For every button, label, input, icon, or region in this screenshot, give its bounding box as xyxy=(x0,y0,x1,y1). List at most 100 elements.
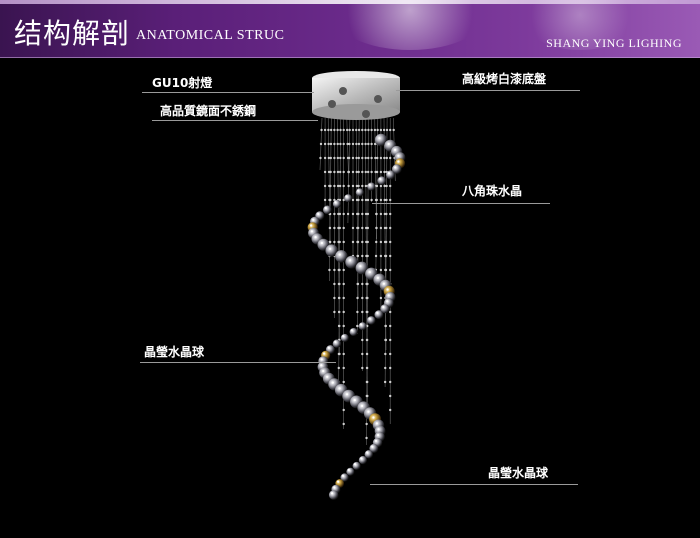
crystal-ball xyxy=(332,199,342,209)
crystal-highlight xyxy=(360,457,363,460)
crystal-strands xyxy=(319,117,397,446)
octagon-bead xyxy=(342,156,345,160)
octagon-bead xyxy=(370,142,373,146)
leader-line xyxy=(140,362,336,363)
octagon-bead xyxy=(389,212,392,216)
callout-gu10: GU10射燈 xyxy=(152,76,213,90)
octagon-bead xyxy=(346,142,349,146)
octagon-bead xyxy=(361,226,364,230)
octagon-bead xyxy=(319,156,322,160)
octagon-bead xyxy=(336,128,339,132)
octagon-bead xyxy=(379,170,383,174)
octagon-bead xyxy=(366,254,369,258)
octagon-bead xyxy=(364,128,367,132)
octagon-bead xyxy=(389,240,392,244)
octagon-bead xyxy=(361,296,364,300)
octagon-bead xyxy=(379,254,383,258)
octagon-bead xyxy=(357,142,361,146)
octagon-bead xyxy=(375,240,378,244)
octagon-bead xyxy=(327,128,330,132)
crystal-highlight xyxy=(320,241,323,245)
crystal-highlight xyxy=(394,148,397,151)
octagon-bead xyxy=(337,366,340,370)
crystal-highlight xyxy=(334,340,337,343)
crystal-highlight xyxy=(342,335,345,338)
crystal-highlight xyxy=(353,399,356,402)
crystal-highlight xyxy=(329,247,332,250)
octagon-bead xyxy=(367,156,370,160)
octagon-bead xyxy=(384,366,387,370)
octagon-bead xyxy=(323,184,327,188)
crystal-highlight xyxy=(345,195,348,198)
crystal-ball xyxy=(374,133,388,147)
crystal-highlight xyxy=(350,329,354,332)
octagon-bead xyxy=(375,212,378,216)
octagon-bead xyxy=(374,254,378,258)
octagon-bead xyxy=(329,198,332,202)
octagon-bead xyxy=(342,240,345,244)
octagon-bead xyxy=(364,226,368,230)
octagon-bead xyxy=(389,128,392,132)
crystal-highlight xyxy=(368,183,371,186)
octagon-bead xyxy=(361,338,364,342)
octagon-bead xyxy=(338,184,342,188)
octagon-bead xyxy=(389,394,392,398)
crystal-ball xyxy=(352,461,361,470)
crystal-highlight xyxy=(322,369,325,373)
octagon-bead xyxy=(364,142,367,146)
crystal-highlight xyxy=(387,294,390,297)
octagon-bead xyxy=(355,128,358,132)
octagon-bead xyxy=(348,128,351,132)
crystal-highlight xyxy=(368,271,371,274)
crystal-highlight xyxy=(346,393,349,396)
leader-line xyxy=(370,484,578,485)
octagon-bead xyxy=(351,170,355,174)
crystal-ball xyxy=(349,328,358,336)
octagon-bead xyxy=(351,212,355,216)
hanging-wire xyxy=(384,117,388,388)
octagon-bead xyxy=(339,142,342,146)
crystal-ball xyxy=(355,188,364,197)
crystal-highlight xyxy=(379,177,382,180)
crystal-highlight xyxy=(372,416,375,419)
octagon-bead xyxy=(389,198,392,202)
octagon-bead xyxy=(366,212,370,216)
octagon-bead xyxy=(379,184,383,188)
octagon-bead xyxy=(357,128,361,132)
octagon-bead xyxy=(385,212,388,216)
octagon-bead xyxy=(373,142,377,146)
crystal-ball xyxy=(328,490,339,500)
octagon-bead xyxy=(364,198,368,202)
crystal-ball xyxy=(345,255,359,269)
octagon-bead xyxy=(366,226,370,230)
crystal-highlight xyxy=(382,282,385,285)
octagon-bead xyxy=(355,184,359,188)
octagon-bead xyxy=(342,324,345,328)
octagon-bead xyxy=(366,170,370,174)
octagon-bead xyxy=(342,380,345,384)
octagon-bead xyxy=(342,170,345,174)
octagon-bead xyxy=(333,212,336,216)
octagon-bead xyxy=(342,282,345,286)
octagon-bead xyxy=(384,268,388,272)
octagon-bead xyxy=(323,156,327,160)
octagon-bead xyxy=(361,128,364,132)
crystal-highlight xyxy=(374,439,378,442)
crystal-ball xyxy=(364,450,373,459)
octagon-bead xyxy=(333,170,336,174)
octagon-bead xyxy=(379,156,383,160)
octagon-bead xyxy=(357,198,360,202)
octagon-bead xyxy=(351,240,355,244)
crystal-highlight xyxy=(312,218,315,221)
crystal-ball xyxy=(358,322,367,331)
crystal-highlight xyxy=(357,189,360,192)
octagon-bead xyxy=(338,296,341,300)
octagon-bead xyxy=(356,310,359,314)
crystal-ball xyxy=(332,339,342,348)
crystal-highlight xyxy=(377,433,380,437)
octagon-bead xyxy=(361,170,364,174)
octagon-bead xyxy=(337,324,341,328)
octagon-bead xyxy=(361,352,364,356)
callout-ball-left: 晶瑩水晶球 xyxy=(144,345,205,359)
crystal-ball xyxy=(377,176,387,185)
